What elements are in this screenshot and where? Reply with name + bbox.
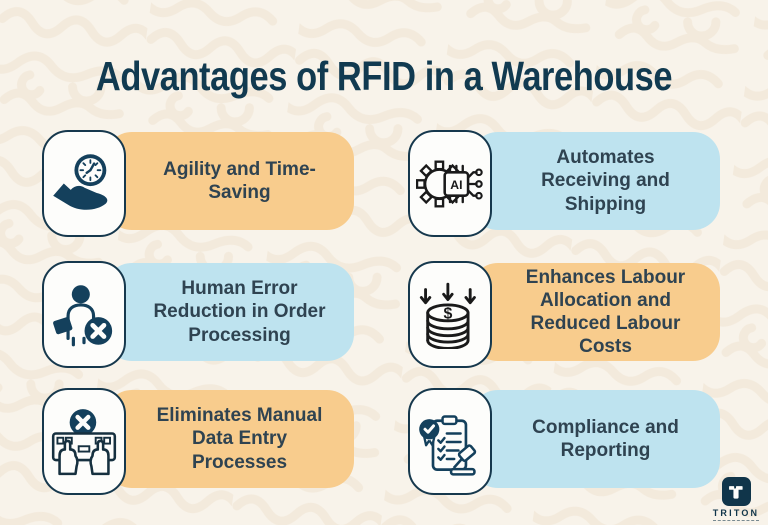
card-pill: Compliance and Reporting	[471, 390, 720, 488]
person-error-icon	[53, 284, 113, 346]
svg-text:$: $	[443, 305, 452, 322]
card-pill: Human Error Reduction in Order Processin…	[105, 263, 354, 361]
card-pill: Eliminates Manual Data Entry Processes	[105, 390, 354, 488]
card-pill: Enhances Labour Allocation and Reduced L…	[471, 263, 720, 361]
triton-logo-tagline-rule	[713, 520, 759, 521]
keyboard-x-icon	[51, 408, 117, 475]
card-label: Automates Receiving and Shipping	[541, 147, 670, 215]
card-label: Agility and Time- Saving	[163, 158, 316, 203]
icon-tile: $	[408, 261, 492, 368]
card-automates: Automates Receiving and Shipping	[408, 130, 720, 237]
icon-tile	[408, 388, 492, 495]
hand-clock-icon	[53, 153, 108, 210]
card-compliance: Compliance and Reporting	[408, 388, 720, 495]
card-pill: Agility and Time- Saving	[105, 132, 354, 230]
page-title: Advantages of RFID in a Warehouse	[95, 53, 673, 100]
coins-down-arrows-icon: $	[419, 282, 476, 349]
card-label: Human Error Reduction in Order Processin…	[153, 278, 326, 346]
icon-tile	[42, 261, 126, 368]
clipboard-gavel-icon	[419, 414, 477, 476]
card-label: Eliminates Manual Data Entry Processes	[156, 405, 323, 473]
card-human-error: Human Error Reduction in Order Processin…	[42, 261, 354, 368]
card-manual-entry: Eliminates Manual Data Entry Processes	[42, 388, 354, 495]
card-label: Enhances Labour Allocation and Reduced L…	[525, 266, 686, 358]
card-pill: Automates Receiving and Shipping	[471, 132, 720, 230]
icon-tile: AI	[408, 130, 492, 237]
triton-t-glyph	[729, 485, 743, 499]
svg-text:AI: AI	[450, 177, 462, 191]
icon-tile	[42, 388, 126, 495]
triton-logo: TRITON	[707, 477, 765, 521]
icon-tile	[42, 130, 126, 237]
triton-logo-text: TRITON	[712, 508, 760, 518]
card-label: Compliance and Reporting	[532, 416, 679, 461]
triton-logo-icon	[721, 477, 751, 506]
ai-chip-gear-icon: AI	[416, 160, 483, 207]
card-labour: Enhances Labour Allocation and Reduced L…	[408, 261, 720, 368]
card-agility: Agility and Time- Saving	[42, 130, 354, 237]
